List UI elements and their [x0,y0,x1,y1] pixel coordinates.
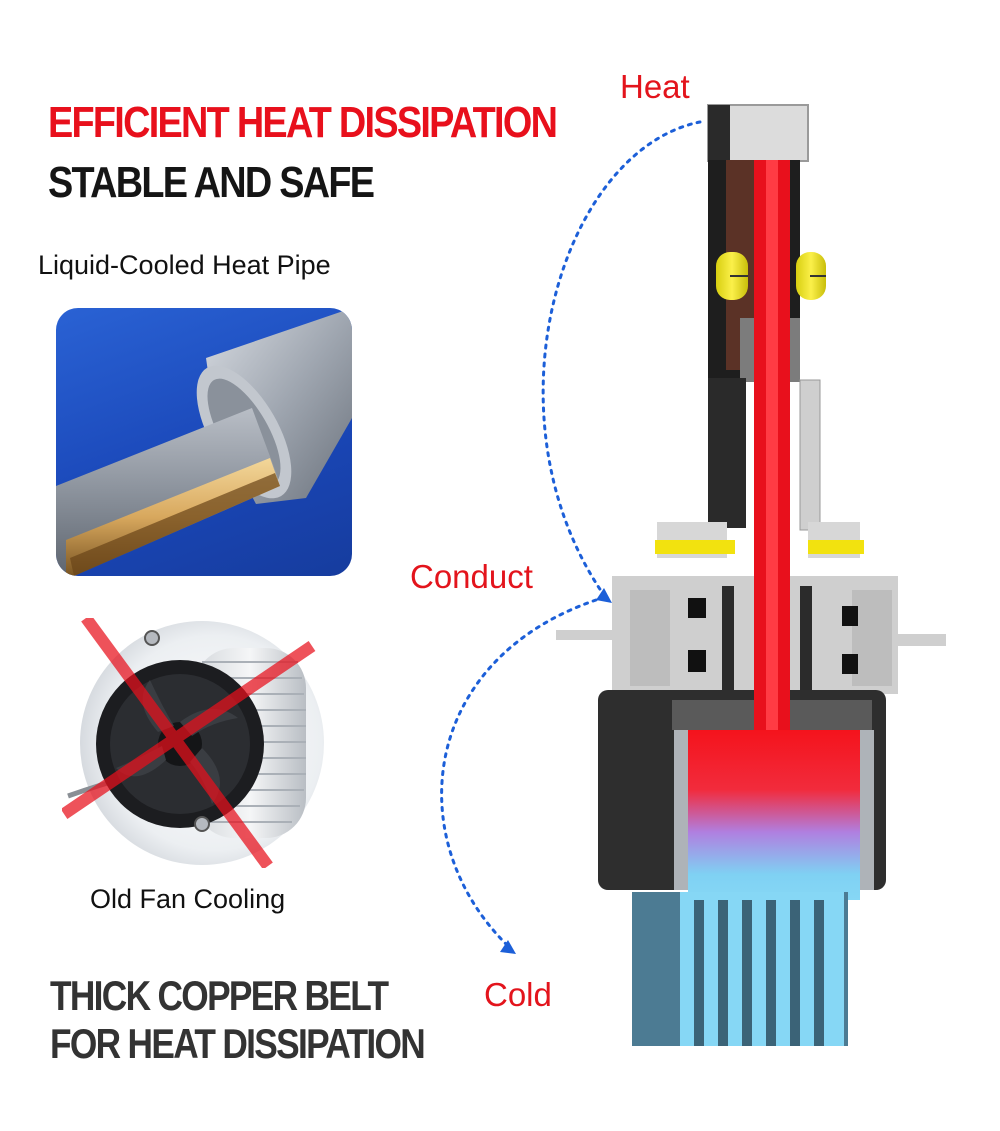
label-heat: Heat [620,68,690,105]
label-cold: Cold [484,976,552,1013]
caption-old-fan-cooling: Old Fan Cooling [90,884,286,914]
heat-pipe-illustration [56,308,352,576]
label-conduct: Conduct [410,558,533,595]
arrow-heat-to-conduct [541,120,702,600]
heat-pipe-closeup-image [56,308,352,576]
heat-chamber-gradient [688,730,860,900]
arrow-head-conduct [596,588,612,603]
bulb-cross-section-diagram [556,104,946,1046]
headline-stable-and-safe: STABLE AND SAFE [48,158,375,207]
arrow-conduct-to-cold [440,598,598,948]
footer-for-heat-dissipation: FOR HEAT DISSIPATION [50,1020,426,1067]
footer-thick-copper-belt: THICK COPPER BELT [50,972,389,1019]
caption-liquid-cooled-heat-pipe: Liquid-Cooled Heat Pipe [38,250,331,280]
old-fan-cooling-image [60,614,338,870]
headline-efficient-heat-dissipation: EFFICIENT HEAT DISSIPATION [48,98,558,147]
arrow-head-cold [500,940,516,954]
fan-illustration [60,614,324,870]
